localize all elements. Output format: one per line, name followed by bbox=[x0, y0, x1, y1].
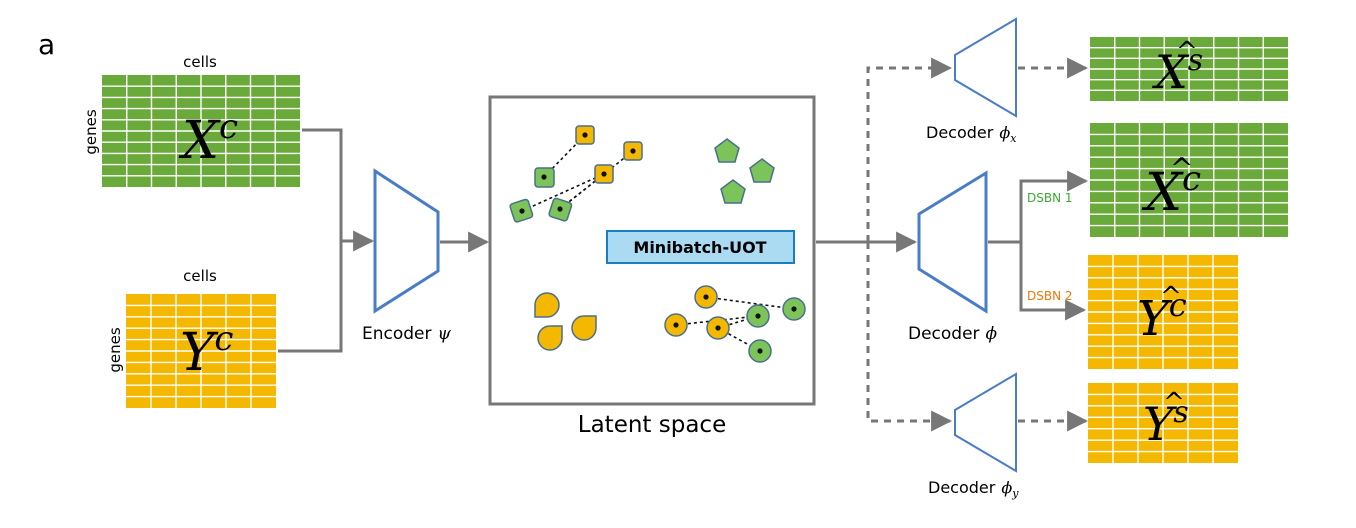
output-xc-group: Xc ^ bbox=[1090, 123, 1288, 237]
output-xs-group: Xs ^ bbox=[1090, 37, 1288, 101]
dsbn2-label: DSBN 2 bbox=[1027, 289, 1073, 303]
input-x-cells-label: cells bbox=[183, 53, 217, 71]
latent-point-centers bbox=[519, 132, 797, 354]
output-xc-hat: ^ bbox=[1170, 152, 1193, 185]
latent-point bbox=[720, 179, 746, 204]
input-y-genes-label: genes bbox=[106, 327, 124, 372]
latent-yellow-teardrop-points bbox=[534, 292, 597, 351]
panel-label: a bbox=[38, 28, 55, 61]
dsbn1-label: DSBN 1 bbox=[1027, 191, 1073, 205]
latent-point bbox=[537, 325, 563, 351]
latent-point bbox=[571, 315, 597, 341]
dsbn-branch-lines bbox=[988, 170, 1089, 321]
latent-point bbox=[534, 292, 560, 318]
input-x-symbol: Xc bbox=[178, 107, 238, 171]
latent-point bbox=[749, 158, 775, 183]
output-xs-matrix bbox=[1090, 37, 1288, 101]
input-connectors bbox=[278, 128, 375, 353]
output-ys-group: Ys ^ bbox=[1088, 383, 1238, 463]
dsbn2-arrow bbox=[1019, 242, 1087, 321]
output-yc-matrix bbox=[1088, 255, 1238, 369]
input-y-group: cells genes Yc bbox=[106, 267, 276, 408]
input-y-symbol: Yc bbox=[180, 319, 233, 383]
minibatch-uot-badge bbox=[606, 230, 795, 264]
decoder-main-trapezoid bbox=[917, 170, 988, 314]
output-yc-hat: ^ bbox=[1160, 282, 1182, 312]
output-xs-hat: ^ bbox=[1176, 37, 1198, 67]
output-xs-symbol: Xs bbox=[1152, 43, 1203, 99]
dsbn1-arrow bbox=[988, 170, 1089, 244]
output-ys-matrix bbox=[1088, 383, 1238, 463]
latent-point bbox=[714, 138, 740, 163]
latent-space-label: Latent space bbox=[578, 412, 726, 438]
output-ys-hat: ^ bbox=[1163, 388, 1185, 418]
output-ys-symbol: Ys bbox=[1143, 395, 1189, 451]
output-xc-matrix bbox=[1090, 123, 1288, 237]
encoder-trapezoid bbox=[373, 168, 440, 314]
latent-green-pentagon-points bbox=[714, 138, 775, 204]
branch-to-decoder-x bbox=[866, 57, 953, 242]
minibatch-uot-label: Minibatch-UOT bbox=[633, 238, 766, 257]
dashed-branch-lines bbox=[866, 57, 953, 432]
decoder-x-trapezoid bbox=[954, 17, 1017, 118]
output-xc-symbol: Xc bbox=[1141, 159, 1201, 223]
input-y-matrix bbox=[126, 294, 276, 408]
input-x-genes-label: genes bbox=[82, 109, 100, 154]
decoder-y-trapezoid bbox=[954, 372, 1017, 473]
output-yc-group: Yc ^ bbox=[1088, 255, 1238, 369]
input-x-matrix bbox=[102, 75, 300, 187]
output-yc-symbol: Yc bbox=[1137, 286, 1187, 347]
input-x-group: cells genes Xc bbox=[82, 53, 300, 187]
input-y-cells-label: cells bbox=[183, 267, 217, 285]
